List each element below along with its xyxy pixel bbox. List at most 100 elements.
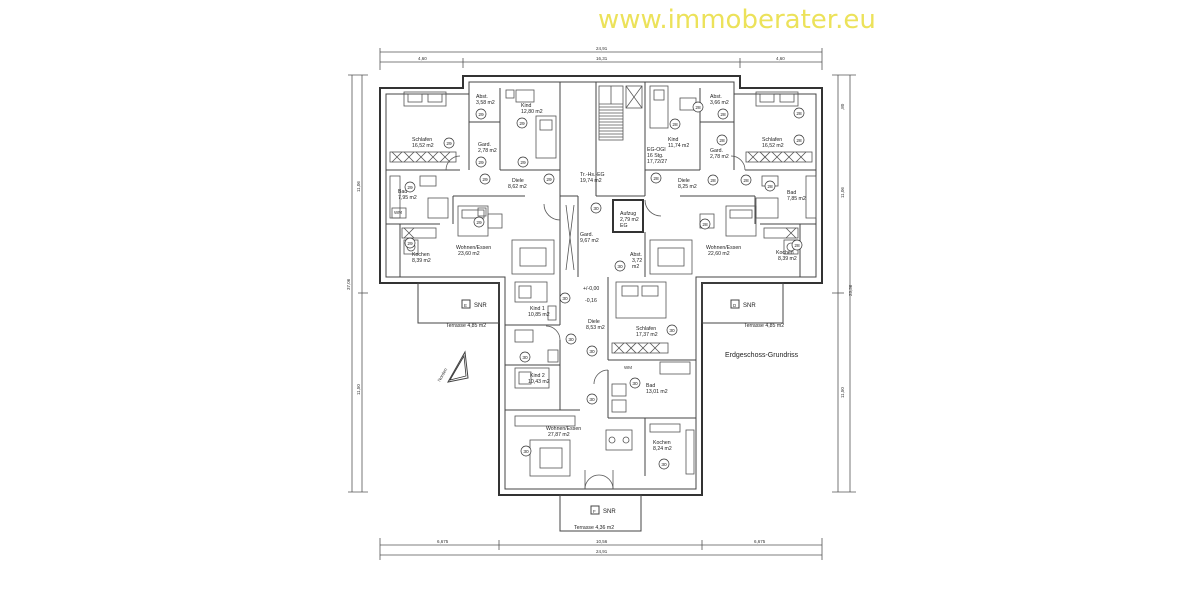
room-eg-og: EG-OGI: [647, 147, 666, 153]
terrace-e-label: Terrasse 4,85 m2: [446, 323, 486, 329]
dim-bottom-left: 6,675: [437, 539, 449, 544]
room-e-schlafen: Schlafen: [762, 137, 782, 143]
room-e-diele: Diele: [678, 178, 690, 184]
room-s-diele-area: 8,53 m2: [586, 325, 605, 331]
dim-bottom-total: 24,91: [596, 549, 608, 554]
badge-w10: 29: [473, 216, 485, 228]
badge-e5: 28: [716, 134, 728, 146]
badge-w3: 29: [443, 137, 455, 149]
room-aufzug-eg: EG: [620, 223, 628, 229]
svg-text:30: 30: [589, 397, 595, 403]
svg-text:28: 28: [743, 178, 749, 184]
room-e-bad: Bad: [787, 190, 796, 196]
watermark-text: www.immoberater.eu: [598, 5, 876, 35]
svg-text:28: 28: [796, 111, 802, 117]
dim-top-total: 24,91: [596, 46, 608, 51]
dim-right-upper: 11,06: [840, 187, 845, 198]
badge-e2: 28: [717, 108, 729, 120]
terrace-f-letter: F: [593, 509, 596, 514]
svg-text:30: 30: [661, 462, 667, 468]
svg-text:28: 28: [720, 112, 726, 118]
badge-w7: 29: [543, 173, 555, 185]
dim-bottom-right: 6,675: [754, 539, 766, 544]
room-e-kochen: Kochen: [776, 250, 794, 256]
room-w-diele-area: 8,62 m2: [508, 184, 527, 190]
furniture: [389, 85, 817, 490]
room-w-kind: Kind: [521, 103, 531, 109]
room-e-wohnen-area: 22,60 m2: [708, 251, 730, 257]
dim-top-left: 4,60: [418, 56, 427, 61]
svg-text:29: 29: [407, 241, 413, 247]
room-w-kochen: Kochen: [412, 252, 430, 258]
badge-e1: 28: [692, 101, 704, 113]
badge-s8: 30: [520, 445, 532, 457]
room-w-bad: Bad: [398, 189, 407, 195]
room-e-abst: Abst.: [710, 94, 722, 100]
room-s-kind2: Kind 2: [530, 373, 545, 379]
svg-text:28: 28: [796, 138, 802, 144]
badge-e10: 28: [764, 180, 776, 192]
badge-c1: 30: [590, 202, 602, 214]
room-w-abst-area: 3,58 m2: [476, 100, 495, 106]
room-w-kochen-area: 8,39 m2: [412, 258, 431, 264]
badge-w6: 29: [479, 173, 491, 185]
svg-text:30: 30: [589, 349, 595, 355]
svg-text:28: 28: [695, 105, 701, 111]
room-e-diele-area: 8,25 m2: [678, 184, 697, 190]
room-stg: 16 Stg.: [647, 153, 663, 159]
interior-walls: [386, 82, 816, 476]
badge-e11: 28: [699, 218, 711, 230]
room-w-gard-area: 2,78 m2: [478, 148, 497, 154]
room-e-kind: Kind: [668, 137, 678, 143]
badge-w5: 29: [517, 156, 529, 168]
room-aufzug: Aufzug: [620, 211, 636, 217]
room-w-diele: Diele: [512, 178, 524, 184]
room-c-abst: Abst.: [630, 252, 642, 258]
room-c-gard: Gard.: [580, 232, 593, 238]
badge-e4: 28: [793, 107, 805, 119]
badge-s6: 30: [629, 377, 641, 389]
level-2: -0,16: [585, 298, 597, 304]
room-aufzug-area: 2,79 m2: [620, 217, 639, 223]
room-w-wohnen: Wohnen/Essen: [456, 245, 491, 251]
east-apartment-labels: Abst. 3,66 m2 Kind 11,74 m2 Schlafen 16,…: [668, 94, 806, 262]
svg-text:30: 30: [568, 337, 574, 343]
room-w-abst: Abst.: [476, 94, 488, 100]
room-s-diele: Diele: [588, 319, 600, 325]
room-c-gard-area: 9,67 m2: [580, 238, 599, 244]
badge-w4: 29: [475, 156, 487, 168]
room-stg-dim: 17,72/27: [647, 159, 667, 165]
badge-s5: 30: [519, 351, 531, 363]
room-s-kochen-area: 8,24 m2: [653, 446, 672, 452]
terrace-f-snr: SNR: [603, 509, 616, 515]
room-e-kochen-area: 8,39 m2: [778, 256, 797, 262]
svg-text:28: 28: [719, 138, 725, 144]
svg-text:28: 28: [702, 222, 708, 228]
room-e-abst-area: 3,66 m2: [710, 100, 729, 106]
svg-text:29: 29: [520, 160, 526, 166]
room-e-wohnen: Wohnen/Essen: [706, 245, 741, 251]
svg-text:29: 29: [476, 220, 482, 226]
badge-c2: 30: [614, 260, 626, 272]
badge-e9: 28: [740, 174, 752, 186]
room-w-gard: Gard.: [478, 142, 491, 148]
svg-text:28: 28: [794, 243, 800, 249]
svg-text:28: 28: [653, 176, 659, 182]
svg-text:30: 30: [617, 264, 623, 270]
badge-e6: 28: [793, 134, 805, 146]
room-s-schlafen-area: 17,37 m2: [636, 332, 658, 338]
room-s-wohnen-area: 27,87 m2: [548, 432, 570, 438]
north-arrow: Norden: [437, 350, 469, 383]
svg-text:29: 29: [478, 160, 484, 166]
room-s-kochen: Kochen: [653, 440, 671, 446]
room-e-gard: Gard.: [710, 148, 723, 154]
south-apartment-labels: Kind 1 10,85 m2 +/-0,00 -0,16 Diele 8,53…: [528, 286, 672, 452]
terrace-e: E SNR Terrasse 4,85 m2: [417, 282, 500, 329]
svg-text:29: 29: [519, 121, 525, 127]
svg-text:28: 28: [710, 178, 716, 184]
room-s-kind1: Kind 1: [530, 306, 545, 312]
room-w-bad-area: 7,95 m2: [398, 195, 417, 201]
svg-text:30: 30: [523, 449, 529, 455]
room-s-bad: Bad: [646, 383, 655, 389]
